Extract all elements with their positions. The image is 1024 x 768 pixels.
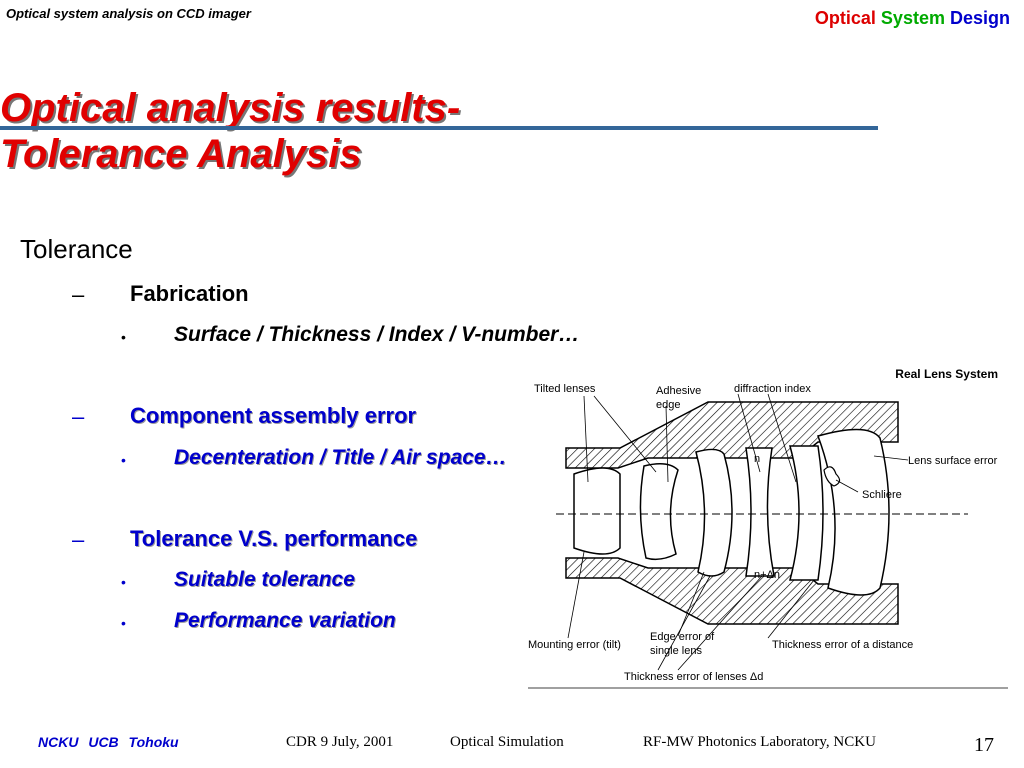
label-tilted-lenses: Tilted lenses [534, 383, 596, 395]
item-fabrication-1: Surface / Thickness / Index / V-number… [174, 323, 580, 346]
dash-fabrication: – [72, 282, 85, 307]
dash-performance: – [72, 527, 85, 552]
lens-4 [745, 447, 775, 577]
slide-title-line-1: Optical analysis results- [0, 86, 461, 130]
item-performance-1: Suitable tolerance [174, 568, 355, 591]
item-performance-2: Performance variation [174, 609, 396, 632]
lens-6 [817, 428, 890, 596]
bullet-assembly-1: • [121, 452, 126, 468]
footer-institutions: NCKU UCB Tohoku [38, 734, 179, 750]
slide-title: Optical analysis results- Tolerance Anal… [0, 88, 460, 174]
lens-5 [789, 445, 824, 581]
label-assembly: Component assembly error [130, 403, 417, 428]
label-lens-surface-error: Lens surface error [908, 455, 998, 467]
label-thickness-lenses: Thickness error of lenses Δd [624, 671, 763, 683]
label-performance: Tolerance V.S. performance [130, 526, 418, 551]
bullet-performance-2: • [121, 615, 126, 631]
brand-word-system: System [880, 8, 945, 28]
label-edge-error-1: Edge error of [650, 631, 715, 643]
bullet-performance-1: • [121, 574, 126, 590]
page-number: 17 [974, 734, 994, 756]
title-underline [0, 126, 878, 130]
lens-3 [695, 448, 733, 577]
heading-tolerance: Tolerance [20, 234, 133, 264]
header-brand: Optical System Design [815, 8, 1010, 29]
label-adhesive: Adhesive [656, 385, 701, 397]
schliere-mark [823, 466, 841, 487]
label-thickness-distance: Thickness error of a distance [772, 639, 913, 651]
leader-lines [567, 393, 909, 671]
label-edge-error-2: single lens [650, 645, 702, 657]
label-n: n [754, 453, 760, 465]
header-subtitle: Optical system analysis on CCD imager [6, 6, 251, 21]
label-schliere: Schliere [862, 489, 902, 501]
item-assembly-1: Decenteration / Title / Air space… [174, 446, 507, 469]
brand-word-optical: Optical [814, 8, 876, 28]
diagram-title: Real Lens System [895, 367, 998, 381]
label-diffraction-index: diffraction index [734, 383, 811, 395]
footer-lab: RF-MW Photonics Laboratory, NCKU [643, 734, 876, 750]
dash-assembly: – [72, 404, 85, 429]
label-fabrication: Fabrication [130, 281, 249, 306]
footer-cdr: CDR 9 July, 2001 [286, 734, 394, 750]
barrel-bottom [565, 557, 899, 625]
bullet-fabrication-1: • [121, 329, 126, 345]
lens-2 [639, 463, 679, 561]
slide-title-line-2: Tolerance Analysis [0, 132, 362, 176]
lens-system-diagram: Real Lens System Tilted lenses Adhesive … [528, 367, 1008, 689]
lens-1 [573, 467, 621, 555]
footer-simulation: Optical Simulation [450, 734, 564, 750]
label-n-delta: n+Δn [754, 569, 780, 581]
brand-word-design: Design [949, 8, 1010, 28]
label-edge: edge [656, 399, 680, 411]
label-mounting-error: Mounting error (tilt) [528, 639, 621, 651]
